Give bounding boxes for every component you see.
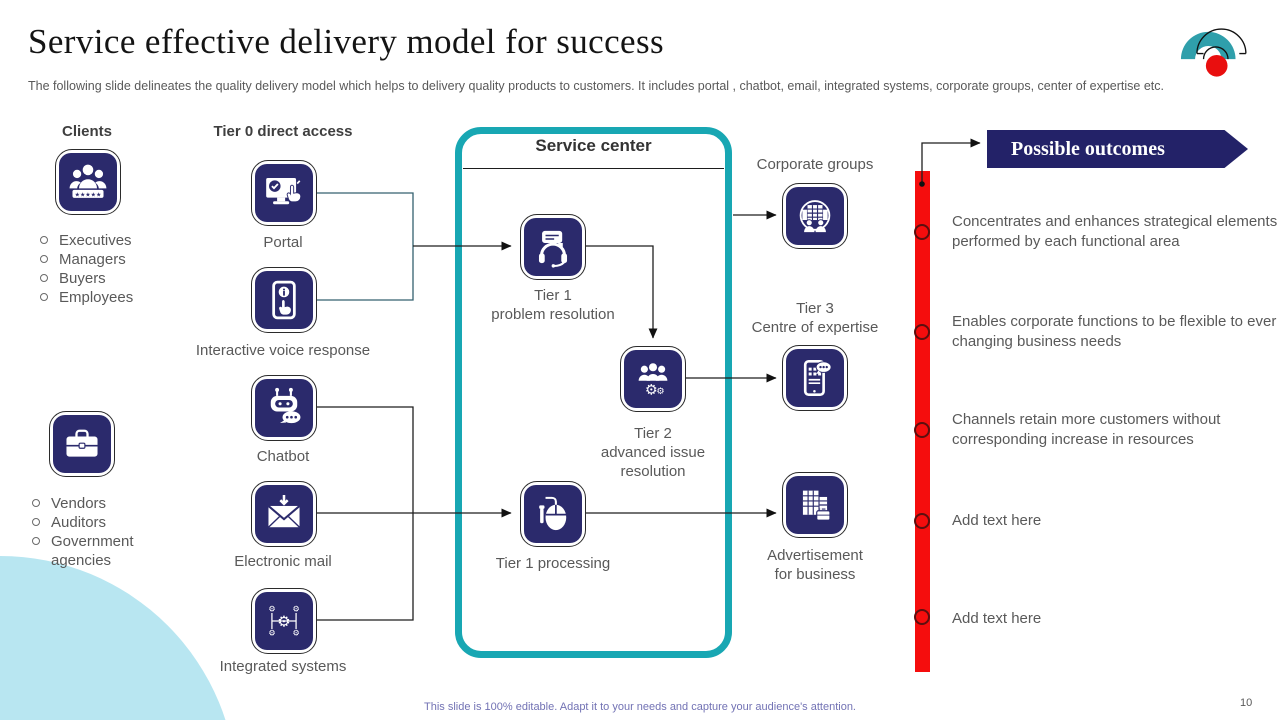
interactive-voice-response-icon	[255, 271, 313, 329]
svg-text:⚙: ⚙	[268, 628, 275, 637]
chatbot-label: Chatbot	[256, 448, 310, 465]
tier1-problem-node	[520, 214, 586, 280]
outcome-item: Enables corporate functions to be flexib…	[952, 313, 1277, 350]
chatbot-icon	[255, 379, 313, 437]
corporate-building-icon	[786, 187, 844, 245]
company-logo	[1180, 28, 1247, 77]
tier3-node	[782, 345, 848, 411]
email-label: Electronic mail	[234, 553, 332, 570]
outcome-item: Add text here	[952, 512, 1042, 529]
clients-node: ★★★★★	[55, 149, 121, 215]
list-item: Vendors	[28, 494, 148, 513]
electronic-mail-icon	[255, 485, 313, 543]
service-center-heading: Service center	[535, 136, 652, 155]
ivr-node	[251, 267, 317, 333]
service-center-box	[455, 127, 732, 658]
tier1-processing-label: Tier 1 processing	[495, 555, 611, 572]
list-item: Government agencies	[28, 532, 148, 570]
portal-node	[251, 160, 317, 226]
corner-circle-decoration	[0, 556, 237, 720]
email-node	[251, 481, 317, 547]
portal-icon	[255, 164, 313, 222]
tier1-problem-label: Tier 1 problem resolution	[491, 287, 615, 323]
phone-chat-icon	[786, 349, 844, 407]
svg-text:⚙: ⚙	[277, 612, 290, 630]
list-item: Auditors	[28, 513, 148, 532]
svg-text:⚙: ⚙	[292, 604, 299, 613]
list-item: Buyers	[36, 269, 166, 288]
vendor-types-list: Vendors Auditors Government agencies	[28, 494, 148, 570]
tier3-label: Tier 3 Centre of expertise	[751, 300, 879, 336]
advertisement-node	[782, 472, 848, 538]
headset-chat-icon	[524, 218, 582, 276]
building-briefcase-icon	[786, 476, 844, 534]
portal-label: Portal	[263, 234, 303, 251]
computer-mouse-icon	[524, 485, 582, 543]
footer-note: This slide is 100% editable. Adapt it to…	[424, 701, 856, 713]
tier0-heading: Tier 0 direct access	[213, 123, 353, 140]
clients-heading: Clients	[61, 123, 112, 140]
svg-text:⚙: ⚙	[645, 383, 658, 399]
list-item: Employees	[36, 288, 166, 307]
list-item: Executives	[36, 231, 166, 250]
svg-text:⚙: ⚙	[268, 604, 275, 613]
advertisement-label: Advertisement for business	[767, 547, 863, 583]
corporate-groups-node	[782, 183, 848, 249]
page-title: Service effective delivery model for suc…	[28, 22, 664, 61]
page-subtitle: The following slide delineates the quali…	[28, 79, 1164, 93]
list-item: Managers	[36, 250, 166, 269]
briefcase-icon	[53, 415, 111, 473]
outcome-item: Add text here	[952, 610, 1042, 627]
chatbot-node	[251, 375, 317, 441]
page-number: 10	[1240, 697, 1253, 709]
ivr-label: Interactive voice response	[195, 342, 371, 359]
client-types-list: Executives Managers Buyers Employees	[36, 231, 166, 307]
clients-group-icon: ★★★★★	[59, 153, 117, 211]
integrated-systems-node: ⚙ ⚙ ⚙ ⚙ ⚙	[251, 588, 317, 654]
outcomes-red-bar	[915, 171, 930, 672]
integrated-systems-icon: ⚙ ⚙ ⚙ ⚙ ⚙	[255, 592, 313, 650]
possible-outcomes-banner: Possible outcomes	[987, 130, 1248, 168]
service-center-divider	[463, 168, 724, 169]
tier2-label: Tier 2 advanced issue resolution	[600, 425, 706, 480]
tier2-node: ⚙ ⚙	[620, 346, 686, 412]
integrated-systems-label: Integrated systems	[219, 658, 347, 675]
business-node	[49, 411, 115, 477]
tier1-processing-node	[520, 481, 586, 547]
svg-text:⚙: ⚙	[656, 386, 664, 397]
corporate-groups-label: Corporate groups	[756, 156, 874, 173]
svg-text:★★★★★: ★★★★★	[75, 191, 102, 198]
svg-text:⚙: ⚙	[292, 628, 299, 637]
team-gear-icon: ⚙ ⚙	[624, 350, 682, 408]
outcome-item: Concentrates and enhances strategical el…	[952, 213, 1278, 250]
outcome-item: Channels retain more customers without c…	[952, 411, 1221, 448]
